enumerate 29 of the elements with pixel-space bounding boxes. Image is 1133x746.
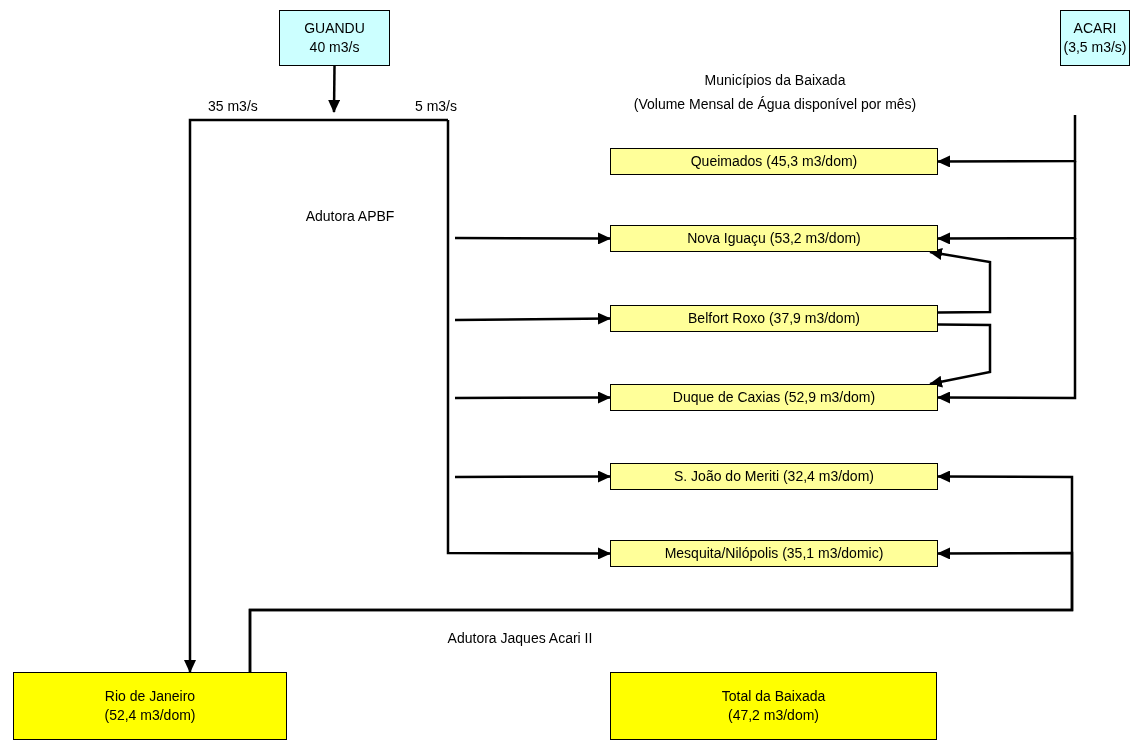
pipe-arrow — [184, 118, 448, 673]
pipe-arrow — [937, 115, 1077, 168]
pipe-arrow — [455, 232, 611, 245]
pipe-arrow — [455, 470, 611, 483]
pipe-arrow — [248, 547, 1074, 672]
note-text: (Volume Mensal de Água disponível por mês) — [633, 96, 917, 112]
flow-box: ACARI (3,5 m3/s) — [1060, 10, 1130, 66]
flow-box: Total da Baixada (47,2 m3/dom) — [610, 672, 937, 740]
pipe-arrow — [446, 120, 611, 560]
pipe-arrow — [929, 248, 992, 314]
note-text: Municípios da Baixada — [704, 72, 846, 88]
flow-box: Queimados (45,3 m3/dom) — [610, 148, 938, 175]
edge-label: 35 m3/s — [206, 98, 260, 114]
pipe-arrow — [937, 238, 1077, 404]
pipe-arrow — [455, 391, 611, 404]
flow-box: Rio de Janeiro (52,4 m3/dom) — [13, 672, 287, 740]
flow-box: GUANDU 40 m3/s — [279, 10, 390, 66]
flow-box: Duque de Caxias (52,9 m3/dom) — [610, 384, 938, 411]
pipe-arrow — [937, 161, 1077, 245]
pipe-arrow — [455, 312, 611, 325]
flow-box: Nova Iguaçu (53,2 m3/dom) — [610, 225, 938, 252]
flow-box: Mesquita/Nilópolis (35,1 m3/domic) — [610, 540, 938, 567]
pipe-arrow — [328, 66, 341, 113]
flow-box: S. João do Meriti (32,4 m3/dom) — [610, 463, 938, 490]
note-text: Adutora Jaques Acari II — [447, 630, 593, 646]
edge-label: 5 m3/s — [413, 98, 459, 114]
note-text: Adutora APBF — [305, 208, 395, 224]
flow-box: Belfort Roxo (37,9 m3/dom) — [610, 305, 938, 332]
pipe-arrow — [929, 323, 992, 388]
